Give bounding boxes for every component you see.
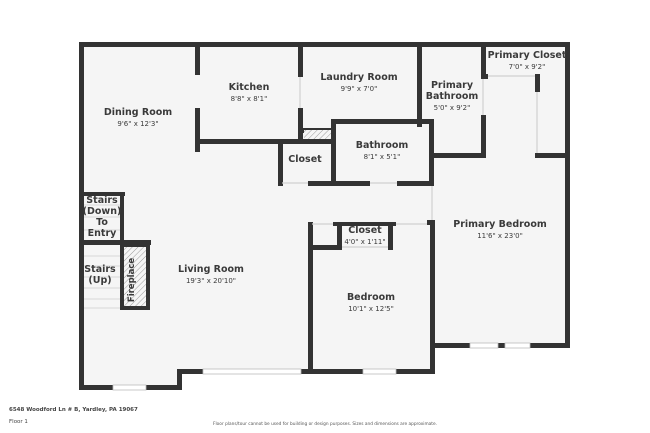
door-openings — [282, 75, 538, 248]
room-laundry-room: Laundry Room 9'9" x 7'0" — [320, 72, 398, 93]
room-name-line2: Bathroom — [425, 90, 479, 102]
room-dims: 7'0" x 9'2" — [508, 62, 546, 71]
stairs-line: Stairs — [86, 195, 118, 206]
chase-hatch — [304, 130, 331, 139]
room-name: Bedroom — [346, 292, 396, 303]
room-dims: 10'1" x 12'5" — [348, 304, 394, 313]
room-name: Living Room — [178, 264, 244, 275]
stairs-up-label: Stairs (Up) — [84, 264, 116, 287]
floor-area — [80, 43, 568, 389]
room-dims: 11'6" x 23'0" — [477, 231, 523, 240]
address: 6548 Woodford Ln # B, Yardley, PA 19067 — [9, 407, 138, 413]
room-name: Bathroom — [355, 140, 409, 151]
room-dims: 8'1" x 5'1" — [363, 152, 401, 161]
fireplace-hatch — [124, 247, 146, 306]
room-kitchen: Kitchen 8'8" x 8'1" — [228, 82, 270, 103]
room-dims: 9'9" x 7'0" — [340, 84, 378, 93]
windows — [112, 342, 531, 391]
fireplace-label: Fireplace — [127, 257, 137, 303]
stairs-line: Stairs — [84, 264, 116, 275]
room-name-line1: Primary — [430, 80, 474, 91]
room-name: Primary Closet — [487, 50, 567, 61]
room-bathroom: Bathroom 8'1" x 5'1" — [355, 140, 409, 161]
room-primary-bathroom: Primary Bathroom 5'0" x 9'2" — [425, 80, 479, 112]
room-name: Primary Bedroom — [453, 219, 547, 230]
room-dims: 19'3" x 20'10" — [185, 276, 237, 285]
stairs-line: To — [96, 216, 108, 228]
room-closet-bedroom: Closet 4'0" x 1'11" — [344, 225, 386, 246]
room-living-room: Living Room 19'3" x 20'10" — [178, 264, 244, 285]
room-dims: 8'8" x 8'1" — [230, 94, 268, 103]
stairs-line: (Down) — [82, 205, 122, 217]
room-name: Kitchen — [228, 82, 270, 93]
room-primary-bedroom: Primary Bedroom 11'6" x 23'0" — [453, 219, 547, 240]
room-name: Dining Room — [103, 107, 173, 118]
room-name: Closet — [348, 225, 382, 236]
stairs-down-label: Stairs (Down) To Entry — [82, 195, 122, 240]
room-closet-hall: Closet — [288, 154, 322, 166]
floor-label: Floor 1 — [9, 419, 28, 425]
room-name: Closet — [288, 154, 322, 165]
stairs-line: Entry — [87, 227, 117, 239]
stair-treads — [84, 204, 120, 309]
stairs-line: (Up) — [88, 274, 112, 286]
room-bedroom: Bedroom 10'1" x 12'5" — [346, 292, 396, 313]
room-dining-room: Dining Room 9'6" x 12'3" — [103, 107, 173, 128]
room-dims: 4'0" x 1'11" — [344, 237, 386, 246]
room-dims: 5'0" x 9'2" — [433, 103, 471, 112]
disclaimer: Floor plans/tour cannot be used for buil… — [213, 422, 437, 427]
room-name: Laundry Room — [320, 72, 398, 83]
room-primary-closet: Primary Closet 7'0" x 9'2" — [487, 50, 567, 71]
room-dims: 9'6" x 12'3" — [117, 119, 159, 128]
